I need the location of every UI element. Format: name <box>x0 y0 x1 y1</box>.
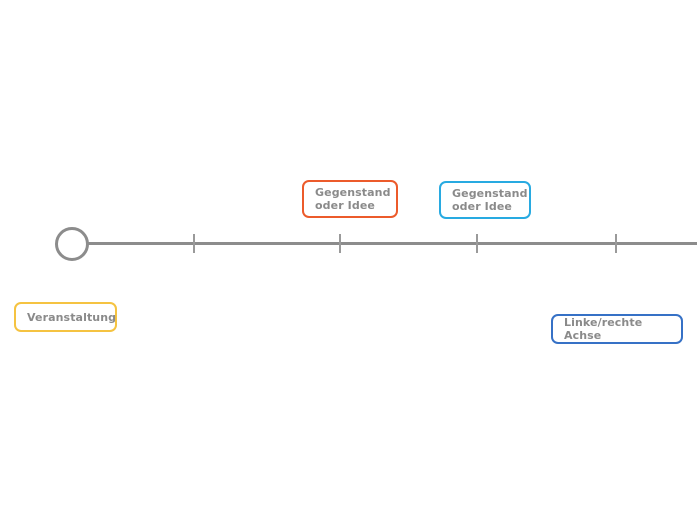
label-box-text: Linke/rechte Achse <box>564 316 643 342</box>
label-box-veranstaltung[interactable]: Veranstaltung <box>14 302 117 332</box>
label-box-text: Gegenstand oder Idee <box>315 185 391 213</box>
label-box-gegenstand-oder-idee-orange[interactable]: Gegenstand oder Idee <box>302 180 398 218</box>
timeline-tick-3[interactable] <box>476 234 478 253</box>
label-box-gegenstand-oder-idee-blue[interactable]: Gegenstand oder Idee <box>439 181 531 219</box>
timeline-tick-2[interactable] <box>339 234 341 253</box>
label-box-text: Gegenstand oder Idee <box>452 186 528 214</box>
timeline-axis-line <box>86 242 697 245</box>
timeline-tick-4[interactable] <box>615 234 617 253</box>
timeline-start-circle-node[interactable] <box>55 227 89 261</box>
label-box-text: Veranstaltung <box>27 310 117 324</box>
label-box-linke-rechte-achse[interactable]: Linke/rechte Achse <box>551 314 683 344</box>
timeline-tick-1[interactable] <box>193 234 195 253</box>
